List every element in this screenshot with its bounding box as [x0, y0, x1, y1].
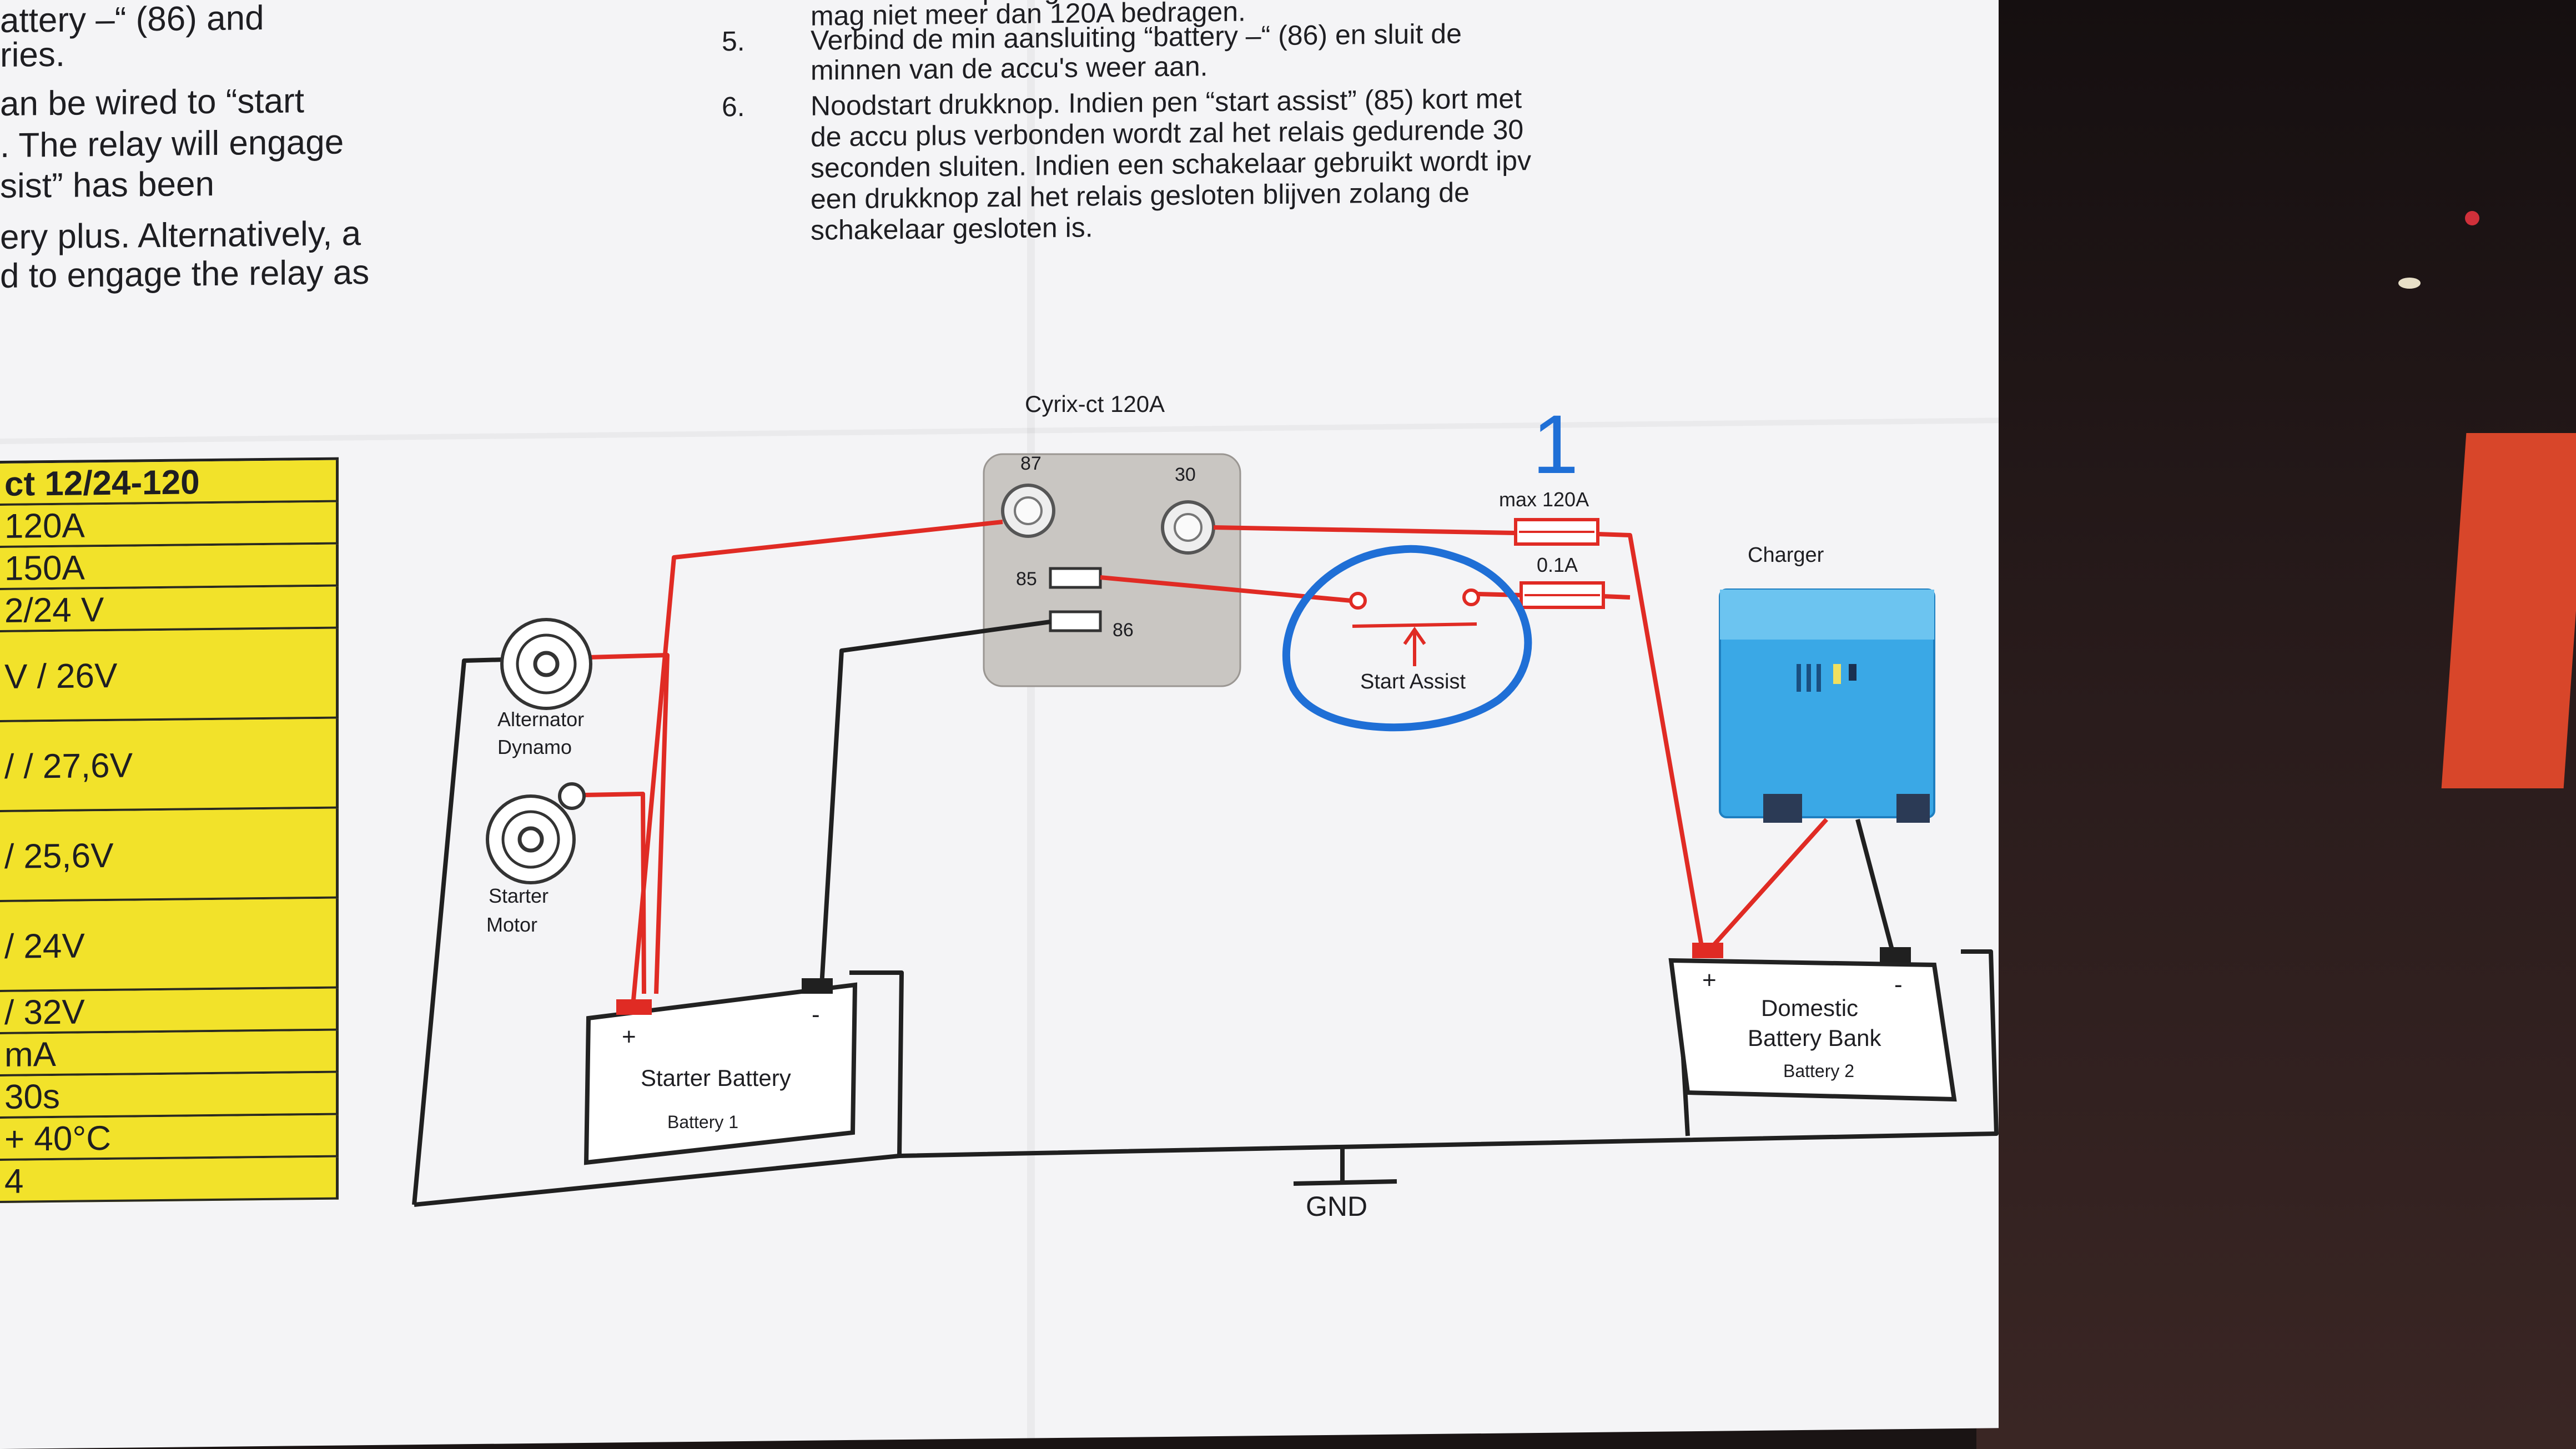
domestic-battery-sub: Battery 2: [1783, 1061, 1854, 1081]
terminal-85-tab: [1049, 567, 1102, 589]
terminal-86-tab: [1049, 610, 1102, 632]
wire-machine-frame: [412, 657, 506, 1205]
starter-label: Starter: [489, 884, 549, 907]
ground-label: GND: [1306, 1191, 1367, 1222]
wire-charger-positive: [1707, 818, 1828, 952]
wire-starter-motor-positive: [583, 792, 646, 994]
terminal-85-label: 85: [1016, 568, 1037, 590]
wire-small-fuse-to-main: [1603, 594, 1631, 600]
motor-label: Motor: [486, 913, 537, 936]
start-assist-switch: [1349, 588, 1480, 666]
background-white-light: [2398, 278, 2421, 289]
starter-battery-plus: +: [622, 1023, 636, 1050]
relay-title: Cyrix-ct 120A: [1025, 391, 1165, 417]
annotation-circle: [1282, 545, 1532, 732]
starter-battery-minus: -: [812, 1001, 820, 1028]
wire-starter-battery-ground: [849, 970, 904, 1156]
starter-motor-symbol: [486, 782, 586, 884]
terminal-87-stud: [1001, 484, 1055, 538]
wire-fuse-to-domestic-battery: [1597, 532, 1704, 950]
wire-charger-negative: [1855, 818, 1895, 955]
starter-battery-sub: Battery 1: [667, 1112, 738, 1132]
domestic-battery-name-1: Domestic: [1761, 995, 1858, 1021]
background-red-light: [2465, 211, 2479, 225]
annotation-number: 1: [1532, 398, 1578, 491]
alternator-label: Alternator: [497, 708, 584, 731]
terminal-87-label: 87: [1020, 453, 1042, 474]
charger-unit: [1719, 588, 1935, 823]
ground-symbol: [1293, 1179, 1397, 1186]
terminal-30-stud: [1161, 500, 1215, 555]
fuse-main-label: max 120A: [1499, 488, 1589, 511]
domestic-battery: [1668, 943, 1957, 1102]
starter-battery: [583, 978, 858, 1165]
dynamo-label: Dynamo: [497, 736, 572, 758]
terminal-86-label: 86: [1113, 620, 1134, 641]
alternator-symbol: [500, 618, 592, 710]
background-table-surface: [1976, 0, 2576, 1449]
starter-battery-name: Starter Battery: [641, 1065, 791, 1091]
domestic-battery-minus: -: [1894, 971, 1903, 998]
terminal-30-label: 30: [1175, 464, 1196, 485]
domestic-battery-name-2: Battery Bank: [1748, 1025, 1881, 1051]
fuse-small-label: 0.1A: [1537, 554, 1578, 576]
charger-label: Charger: [1748, 544, 1824, 567]
domestic-battery-plus: +: [1702, 967, 1717, 994]
wire-alternator-positive: [588, 653, 670, 994]
wire-relay30-to-fuse: [1213, 525, 1516, 535]
wire-relay86-to-starter-battery-minus: [819, 620, 1051, 987]
start-assist-label: Start Assist: [1360, 670, 1466, 693]
wire-ground-bus: [414, 949, 1999, 1207]
fuse-small: [1520, 581, 1605, 609]
wire-relay87-to-starter-battery: [631, 520, 1003, 1007]
fuse-main: [1514, 518, 1599, 546]
